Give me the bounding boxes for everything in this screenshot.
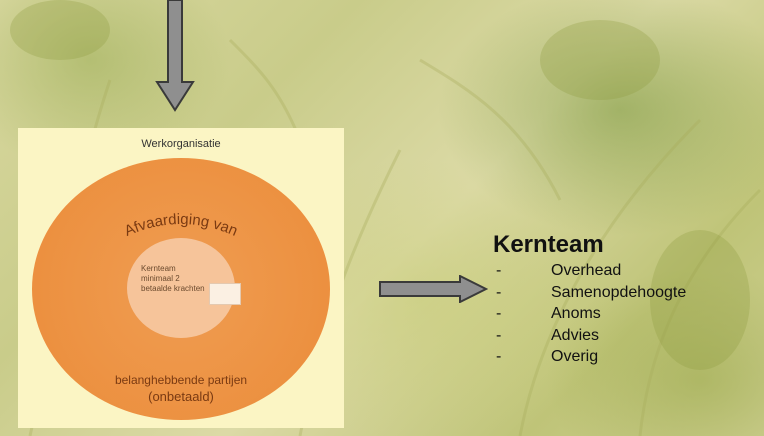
inner-line: Kernteam — [141, 264, 176, 273]
list-item: -Advies — [496, 326, 600, 344]
arrow-right-icon — [379, 275, 488, 303]
kernteam-list: -Overhead -Samenopdehoogte -Anoms -Advie… — [493, 260, 686, 368]
list-item: -Overhead — [496, 262, 622, 279]
list-item: -Samenopdehoogte — [496, 283, 687, 301]
kernteam-title: Kernteam — [493, 231, 604, 258]
list-item: -Anoms — [496, 305, 601, 322]
arrow-down-icon — [155, 0, 195, 112]
list-item: -Overig — [496, 348, 599, 365]
inner-circle: Kernteam minimaal 2 betaalde krachten — [127, 238, 241, 338]
outer-circle: Afvaardiging van Kernteam minimaal 2 bet… — [32, 158, 330, 420]
inner-line: betaalde krachten — [141, 284, 205, 293]
kernteam-section: Kernteam -Overhead -Samenopdehoogte -Ano… — [493, 230, 686, 368]
werkorganisatie-diagram: Werkorganisatie Afvaardiging van Kerntea… — [18, 128, 344, 428]
outer-top-label: Afvaardiging van — [122, 211, 240, 240]
inner-line: minimaal 2 — [141, 274, 180, 283]
inner-circle-text: Kernteam minimaal 2 betaalde krachten — [141, 264, 205, 294]
outer-circle-arc-labels: Afvaardiging van — [122, 211, 240, 240]
panel-title: Werkorganisatie — [141, 138, 221, 150]
outer-bottom-line2: (onbetaald) — [148, 389, 214, 404]
inner-placeholder-box — [209, 283, 241, 305]
outer-bottom-label: belanghebbende partijen (onbetaald) — [32, 373, 330, 404]
outer-bottom-line1: belanghebbende partijen — [114, 373, 248, 387]
